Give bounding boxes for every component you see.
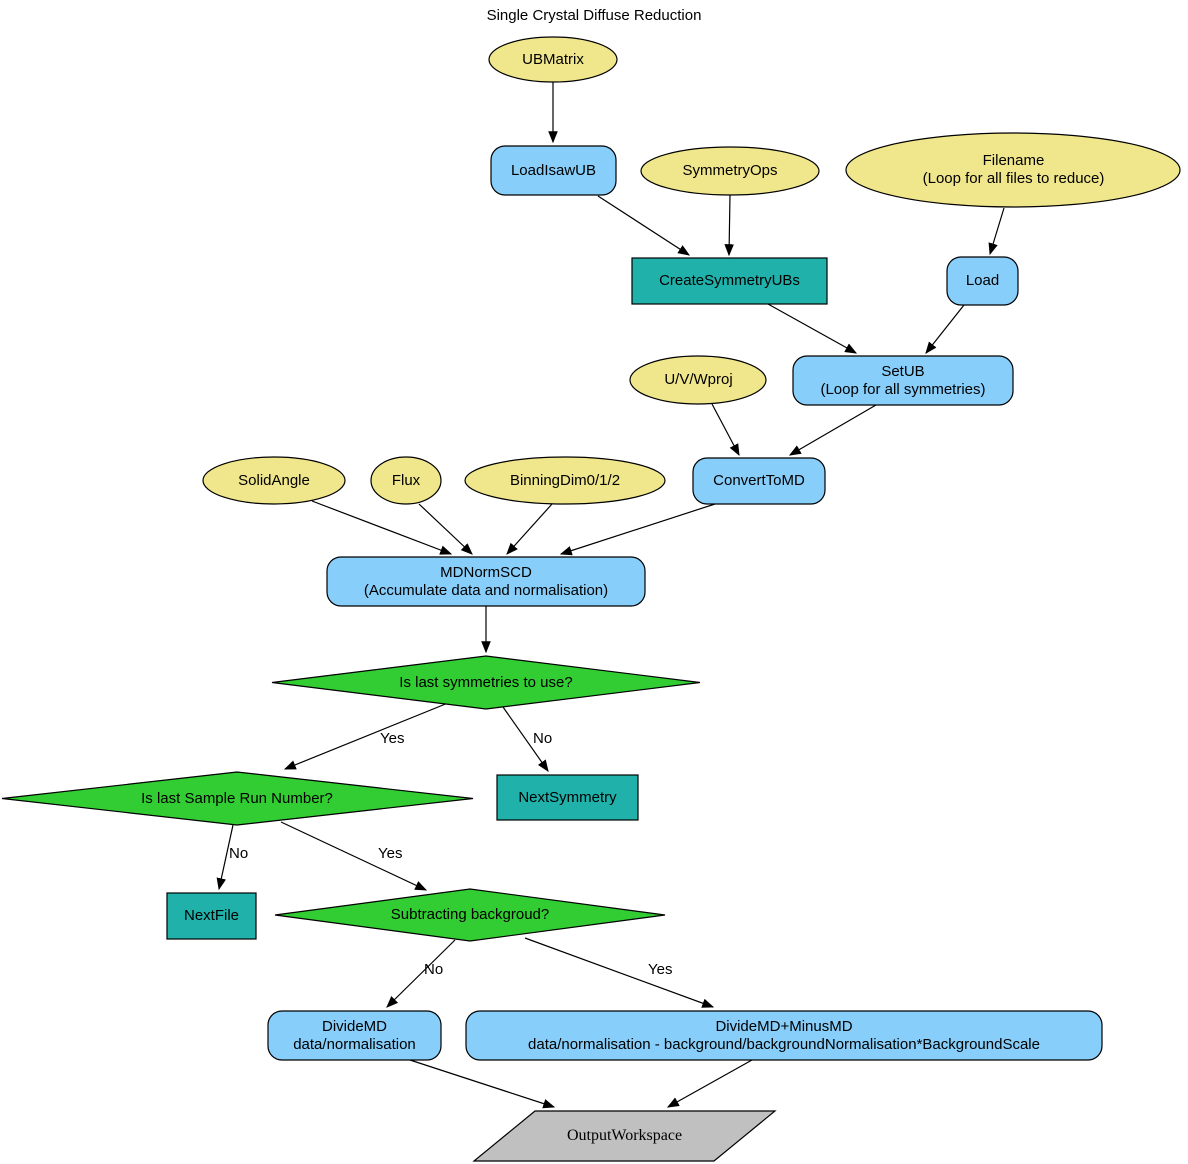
binningdim-ellipse	[464, 456, 666, 505]
edge-loadisawub-createsymmetryubs	[597, 195, 691, 256]
edge-dividemdminusmd-outputworkspace	[666, 1059, 753, 1108]
edge-dividemd-outputworkspace	[409, 1059, 556, 1109]
edge-symmetryops-createsymmetryubs	[724, 194, 734, 257]
solidangle-ellipse	[202, 456, 346, 505]
edge-decision-background-yes	[524, 937, 715, 1008]
edge-load-setub	[925, 304, 965, 354]
nextfile-box	[166, 892, 257, 940]
createsymmetryubs-box	[631, 257, 828, 305]
mdnormscd-box	[326, 556, 646, 607]
edge-group	[216, 82, 1005, 1109]
edge-converttomd-mdnormscd	[559, 503, 716, 556]
edge-flux-mdnormscd	[418, 503, 473, 555]
edge-decision-samplerun-no	[216, 824, 234, 891]
dividemd-box	[267, 1010, 442, 1061]
converttomd-box	[692, 457, 826, 505]
loadisawub-box	[490, 145, 617, 196]
dividemdminusmd-box	[465, 1010, 1103, 1061]
setub-box	[792, 355, 1014, 406]
node-shapes	[1, 36, 1181, 1162]
edge-decision-samplerun-yes	[280, 821, 428, 891]
decision-symmetries-diamond	[271, 655, 701, 710]
edge-binningdim-mdnormscd	[506, 503, 553, 555]
edge-createsymmetryubs-setub	[767, 303, 858, 354]
outputworkspace-parallelogram	[472, 1110, 777, 1162]
edge-uvwproj-converttomd	[711, 403, 740, 457]
edge-decision-background-no	[386, 939, 456, 1008]
decision-samplerun-diamond	[1, 771, 474, 826]
edge-filename-load	[988, 207, 1005, 256]
load-box	[946, 256, 1019, 306]
decision-background-diamond	[274, 888, 666, 942]
symmetryops-ellipse	[640, 146, 820, 196]
nextsymmetry-box	[496, 774, 639, 821]
diagram-title: Single Crystal Diffuse Reduction	[486, 7, 702, 24]
filename-ellipse	[845, 132, 1181, 208]
edge-decision-symmetries-yes	[283, 702, 449, 770]
uvwproj-ellipse	[629, 355, 767, 405]
edge-setub-converttomd	[788, 404, 877, 456]
flux-ellipse	[370, 456, 442, 505]
edge-solidangle-mdnormscd	[311, 500, 453, 555]
edge-decision-symmetries-no	[502, 706, 549, 772]
ubmatrix-ellipse	[488, 36, 618, 83]
